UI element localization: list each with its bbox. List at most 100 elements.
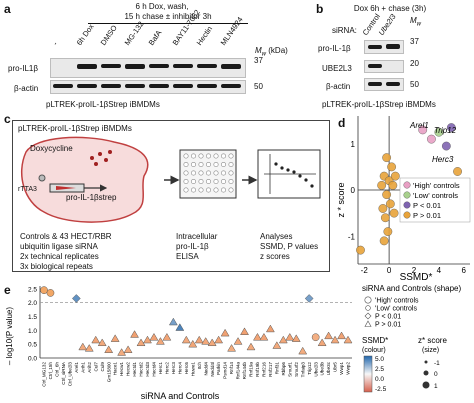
panel-b-footer: pLTREK-proIL-1βStrep iBMDMs [322,100,436,109]
chart-e-xtick: Herc6 [184,362,189,375]
chart-e-point [168,317,178,326]
chart-e-ylabel: – log10(P value) [5,307,14,365]
legend-swatch [403,191,411,199]
scatter-point [356,245,365,255]
chart-e-point [291,334,301,342]
plate-well [198,161,204,167]
chart-e-xtick: Nedd4 [203,362,208,376]
chart-e-point [123,345,133,353]
scatter-point [379,236,389,246]
analysis-dot [310,184,314,188]
panel-a-band [77,64,97,69]
panel-b-header: Dox 6h + chase (3h) [353,4,427,13]
panel-b-band [386,82,400,86]
scatter-ytick: -1 [348,232,356,241]
chart-e-point [110,334,120,342]
z-tick: 1 [434,383,438,390]
panel-a-header-1: 6 h Dox, wash, [135,2,189,11]
panel-a-lane-label: Hectin [194,24,215,47]
plate-well [191,161,197,167]
scatter-point [387,162,396,172]
panel-b-sirna-label: siRNA: [332,26,357,35]
chart-e-point [298,346,308,355]
plate-well [206,187,212,193]
chart-e-point [117,348,127,356]
plate-well [206,153,212,159]
ssmd-colorbar [363,355,373,393]
chart-e-xtick: Psmd14 [223,362,228,379]
chart-e-xtick: Ctrl_siRNA [61,361,66,385]
z-size-marker [423,370,429,376]
scatter-point [385,199,395,209]
panel-a-band [221,64,241,69]
scatter-xlabel: SSMD* [400,272,433,283]
chart-e-xtick: Ube3b [320,362,325,376]
panel-c-doxy: Doxycycline [30,144,73,153]
panel-c-controls-3: 2x technical replicates [20,252,99,261]
panel-b-row-actin: β-actin [326,82,351,91]
panel-b-blot-1 [364,40,404,54]
panel-c-elisa-3: ELISA [176,252,199,261]
legend-label: 'High' controls [413,181,460,190]
panel-b-band [368,64,382,68]
chart-e-xtick: Rnf217 [268,362,273,377]
z-size-marker [424,360,428,364]
chart-e-xtick: Herc4 [177,362,182,375]
z-tick: 0 [434,371,438,378]
chart-e-point [136,338,146,347]
panel-a-label: a [4,2,11,16]
panel-a-band [149,84,169,88]
chart-e-xtick: Smurf2 [294,362,299,377]
scatter-point [453,167,462,176]
chart-e-point [155,337,165,345]
panel-b-band [386,44,400,49]
chart-e-point [304,294,314,303]
chart-e-point [246,342,256,351]
legend-shape-label: 'High' controls [375,298,419,305]
chart-e-point [201,337,211,345]
panel-a-blot-1 [50,58,246,78]
analysis-dot [304,178,308,182]
chart-e-xtick: Tnfaip3 [300,362,305,378]
scatter-point [382,190,392,200]
legend-swatch [403,181,411,189]
panel-a-band [53,84,73,88]
plate-well [198,170,204,176]
chart-e-point [175,323,185,331]
e-ssmd-sub: (colour) [362,347,386,354]
chart-e-xtick: Arel1 [74,362,79,373]
panel-e-label: e [4,283,11,297]
scatter-xtick: 0 [387,266,392,275]
panel-a-band [101,84,121,88]
scatter-point [388,180,398,190]
plate-well [228,170,234,176]
chart-e-point [71,294,81,303]
chart-e-ytick: 0.0 [28,356,37,363]
panel-c-box [12,120,330,272]
analysis-dot [286,168,290,172]
chart-e-point [162,332,172,341]
chart-e-xtick: Rnf19b [255,362,260,377]
chart-e-ytick: 2.5 [28,286,37,293]
chart-e-xtick: Herc2 [164,362,169,375]
plate-well [221,187,227,193]
chart-e-xtick: Arih2 [87,362,92,373]
scatter-ylabel: z * score [336,182,346,217]
chart-e-point [265,324,275,333]
scatter-point [377,180,387,190]
legend-label: 'Low' controls [413,191,458,200]
panel-c-analyses-3: z scores [260,252,290,261]
plate-well [198,187,204,193]
chart-e-xtick: Cul9 [100,362,105,372]
legend-swatch [403,211,411,219]
panel-a-lane-label: - [50,39,60,47]
scatter-xtick: 2 [412,266,417,275]
legend-label: P < 0.01 [413,201,441,210]
chart-e-point [181,335,191,344]
legend-shape-label: P < 0.01 [375,314,401,321]
plate-well [221,178,227,184]
panel-a-lane-label: 6h Dox [74,22,96,47]
legend-shape [364,312,372,320]
plate-well [183,187,189,193]
panel-b-row-ube2l3: UBE2L3 [322,64,352,73]
